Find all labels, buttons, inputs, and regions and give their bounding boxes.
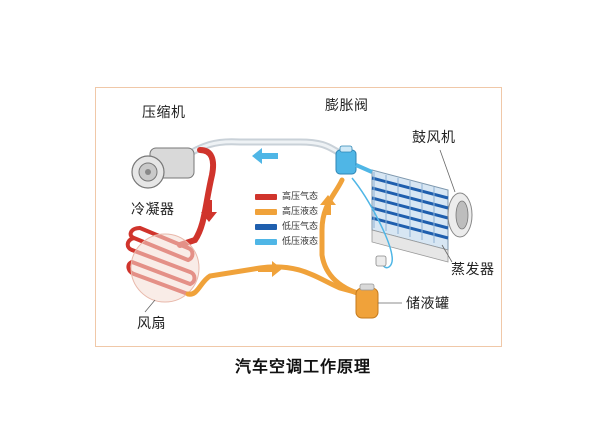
discharge-line — [177, 147, 217, 248]
receiver-drier — [355, 283, 379, 319]
evaporator — [371, 169, 449, 263]
evaporator-inlet — [355, 163, 373, 174]
fan-disk — [130, 233, 200, 303]
diagram-frame — [95, 87, 502, 347]
label-blower: 鼓风机 — [412, 130, 456, 146]
legend-label: 低压液态 — [282, 236, 319, 247]
legend-label: 高压液态 — [282, 206, 319, 217]
label-expansion-valve: 膨胀阀 — [325, 98, 369, 114]
compressor — [131, 147, 195, 189]
leader-blower — [439, 149, 456, 193]
legend-label: 高压气态 — [282, 191, 319, 202]
label-evaporator: 蒸发器 — [451, 262, 495, 278]
legend-label: 低压气态 — [282, 221, 319, 232]
legend-item: 低压液态 — [255, 235, 327, 248]
legend-swatch — [255, 193, 277, 200]
suction-line-highlight — [175, 140, 340, 162]
leader-evaporator — [441, 244, 453, 263]
capillary-tube — [351, 177, 393, 269]
legend: 高压气态 高压液态 低压气态 低压液态 — [255, 190, 327, 250]
legend-item: 低压气态 — [255, 220, 327, 233]
diagram-caption: 汽车空调工作原理 — [234, 357, 371, 376]
label-fan: 风扇 — [137, 316, 166, 332]
flow-arrow-suction — [252, 148, 278, 164]
capillary-bulb — [375, 255, 387, 267]
flow-arrow-discharge — [201, 200, 217, 222]
blower — [447, 192, 473, 238]
legend-swatch — [255, 223, 277, 230]
expansion-valve — [335, 145, 357, 175]
legend-item: 高压气态 — [255, 190, 327, 203]
flow-arrow-liquid — [258, 261, 282, 277]
legend-item: 高压液态 — [255, 205, 327, 218]
flow-arrow-liquid-up — [320, 195, 336, 215]
leader-fan — [144, 299, 156, 313]
legend-swatch — [255, 208, 277, 215]
label-compressor: 压缩机 — [142, 105, 186, 121]
label-receiver-drier: 储液罐 — [406, 296, 450, 312]
legend-swatch — [255, 238, 277, 245]
label-condenser: 冷凝器 — [131, 202, 175, 218]
liquid-line-2 — [319, 177, 371, 299]
